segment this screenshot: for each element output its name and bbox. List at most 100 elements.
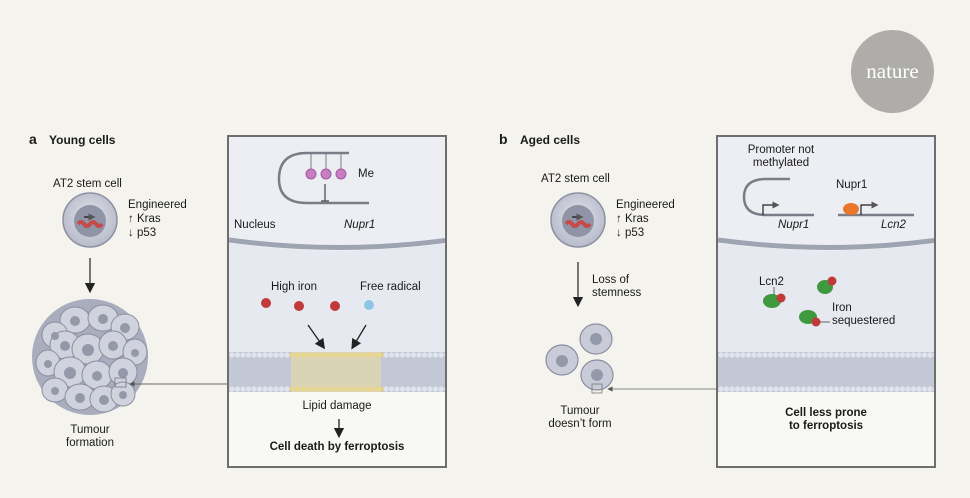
- lipid-head: [723, 386, 730, 392]
- lipid-head: [443, 352, 445, 358]
- lipid-head: [245, 386, 252, 392]
- lipid-head: [394, 352, 400, 358]
- lipid-head: [723, 352, 730, 358]
- lipid-head: [839, 386, 845, 392]
- lipid-head: [273, 352, 279, 358]
- lipid-head: [229, 386, 235, 392]
- lipid-head: [416, 352, 422, 358]
- lipid-head: [399, 386, 406, 392]
- membrane-icon: [718, 352, 934, 392]
- lipid-head: [405, 386, 411, 392]
- lipid-head: [267, 386, 274, 392]
- lipid-head: [427, 386, 433, 392]
- lipid-head: [740, 352, 746, 358]
- lipid-head: [734, 386, 741, 392]
- lcn2-iron-icon: [763, 276, 837, 327]
- label-line: Cell less prone: [785, 407, 867, 419]
- stem-cell-b-icon: [550, 192, 606, 248]
- lipid-head: [850, 352, 856, 358]
- promoter-label: Promoter not methylated: [733, 144, 829, 170]
- outcome-line: Tumour: [70, 424, 110, 436]
- lipid-head: [921, 352, 928, 358]
- label-line: Iron: [832, 302, 852, 314]
- lipid-head: [888, 386, 895, 392]
- lipid-head: [383, 386, 389, 392]
- lipid-head: [866, 352, 873, 358]
- nupr1-protein-label: Nupr1: [836, 179, 868, 191]
- lipid-head: [234, 352, 241, 358]
- inset-box-a: Me Nucleus Nupr1 High iron Free radical …: [227, 135, 447, 468]
- lipid-head: [251, 386, 257, 392]
- lipid-head: [800, 352, 807, 358]
- panel-a-title: Young cells: [49, 133, 116, 147]
- lipid-head: [745, 386, 752, 392]
- lipid-head: [388, 386, 395, 392]
- lipid-head: [883, 352, 889, 358]
- lipid-head: [229, 352, 235, 358]
- label-line: stemness: [592, 287, 642, 299]
- nucleus-label: Nucleus: [234, 219, 276, 231]
- lipid-head: [916, 386, 922, 392]
- label-line: sequestered: [832, 315, 896, 327]
- lipid-head: [800, 386, 807, 392]
- outcome-line: doesn’t form: [548, 418, 612, 430]
- lipid-head: [278, 386, 285, 392]
- result-label-b: Cell less prone to ferroptosis: [718, 407, 934, 433]
- lipid-head: [855, 352, 862, 358]
- lipid-head: [729, 386, 735, 392]
- lipid-head: [432, 352, 439, 358]
- label-line: methylated: [752, 157, 810, 169]
- lipid-head: [388, 352, 395, 358]
- label-line: to ferroptosis: [788, 420, 864, 432]
- lipid-head: [894, 352, 900, 358]
- lipid-head: [894, 386, 900, 392]
- lipid-head: [916, 352, 922, 358]
- lipid-head: [784, 386, 790, 392]
- lipid-head: [773, 386, 779, 392]
- panel-b-p53: ↓ p53: [616, 227, 645, 239]
- lipid-head: [262, 352, 268, 358]
- lcn2-gene-label: Lcn2: [881, 219, 906, 231]
- lipid-head: [872, 386, 878, 392]
- lipid-head: [839, 352, 845, 358]
- lipid-head: [256, 386, 263, 392]
- label-line: Promoter not: [747, 144, 815, 156]
- lipid-head: [273, 386, 279, 392]
- outcome-line: formation: [66, 437, 114, 449]
- lipid-head: [817, 352, 823, 358]
- lipid-head: [256, 352, 263, 358]
- lipid-head: [844, 386, 851, 392]
- lipid-head: [778, 352, 785, 358]
- lipid-damage-label: Lipid damage: [302, 400, 372, 412]
- lipid-head: [861, 386, 867, 392]
- lipid-head: [822, 386, 829, 392]
- panel-a-p53: ↓ p53: [128, 227, 157, 239]
- lipid-head: [872, 352, 878, 358]
- lipid-head: [806, 386, 812, 392]
- lipid-head: [905, 352, 911, 358]
- lipid-head: [905, 386, 911, 392]
- lipid-head: [718, 352, 724, 358]
- lipid-head: [877, 386, 884, 392]
- lipid-head: [866, 386, 873, 392]
- lipid-head: [438, 352, 444, 358]
- lipid-head: [443, 386, 445, 392]
- lipid-head: [751, 352, 757, 358]
- lipid-head: [806, 352, 812, 358]
- nupr1-protein-icon: [843, 203, 859, 215]
- lipid-head: [932, 352, 934, 358]
- high-iron-label: High iron: [271, 281, 318, 293]
- lipid-head: [267, 352, 274, 358]
- lipid-head: [910, 352, 917, 358]
- free-radical-label: Free radical: [360, 281, 421, 293]
- lcn2-protein-label: Lcn2: [759, 276, 784, 288]
- inset-box-b: Promoter not methylated Nupr1 Nupr1 Lcn2…: [716, 135, 936, 468]
- lipid-head: [399, 352, 406, 358]
- lipid-head: [877, 352, 884, 358]
- lipid-head: [899, 352, 906, 358]
- nupr1-gene-label-b: Nupr1: [778, 219, 810, 231]
- logo-text: nature: [866, 59, 919, 83]
- panel-b-kras: ↑ Kras: [616, 213, 649, 225]
- lipid-head: [762, 352, 768, 358]
